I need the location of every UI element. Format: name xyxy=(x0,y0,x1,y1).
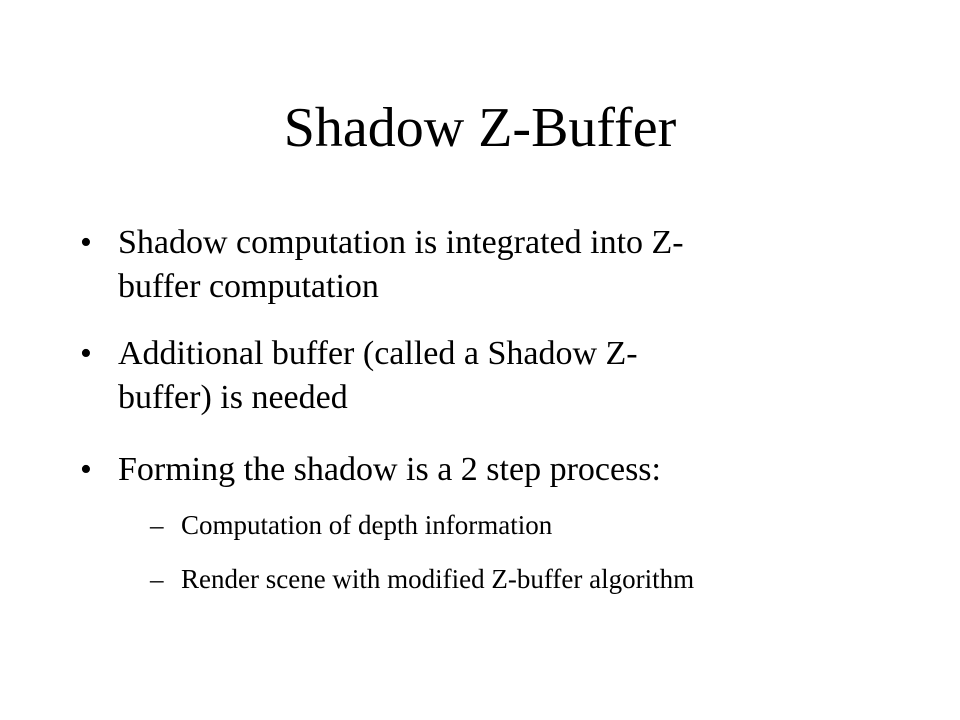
slide-title: Shadow Z-Buffer xyxy=(283,97,677,159)
bullet-line: Additional buffer (called a Shadow Z- xyxy=(118,335,638,372)
bullet-marker: • xyxy=(80,224,92,261)
bullet-line: Forming the shadow is a 2 step process: xyxy=(118,451,661,488)
bullet-text: Additional buffer (called a Shadow Z- bu… xyxy=(118,332,838,420)
bullet-text: Shadow computation is integrated into Z-… xyxy=(118,221,838,309)
sub-bullet-text: Computation of depth information xyxy=(181,510,553,540)
bullet-marker: • xyxy=(80,335,92,372)
sub-bullet-marker: – xyxy=(150,510,164,540)
bullet-line: buffer computation xyxy=(118,268,379,305)
bullet-line: Shadow computation is integrated into Z- xyxy=(118,224,684,261)
sub-bullet-text: Render scene with modified Z-buffer algo… xyxy=(181,564,695,594)
sub-bullet-marker: – xyxy=(150,564,164,594)
bullet-marker: • xyxy=(80,451,92,488)
bullet-line: buffer) is needed xyxy=(118,379,348,416)
bullet-text: Forming the shadow is a 2 step process: xyxy=(118,448,838,492)
